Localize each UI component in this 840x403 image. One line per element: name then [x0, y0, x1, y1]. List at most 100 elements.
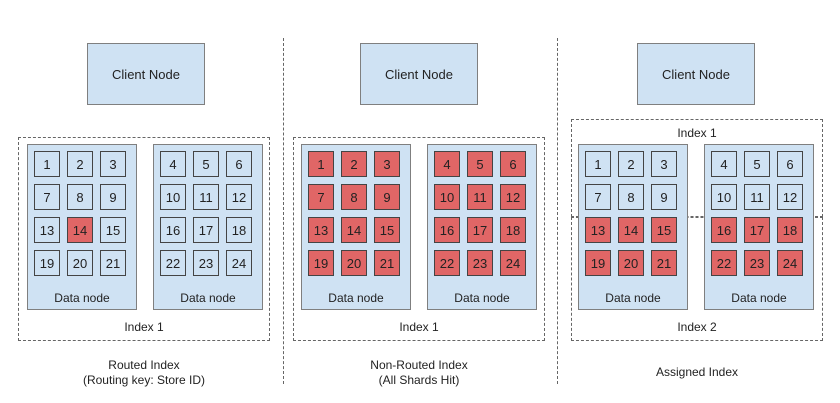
client-node: Client Node — [87, 43, 205, 105]
shard-hit: 13 — [585, 217, 611, 243]
shard-hit: 7 — [308, 184, 334, 210]
shard: 16 — [160, 217, 186, 243]
shard: 6 — [777, 151, 803, 177]
shard-hit: 23 — [744, 250, 770, 276]
shard: 20 — [67, 250, 93, 276]
shard: 11 — [744, 184, 770, 210]
shard-hit: 14 — [67, 217, 93, 243]
shard-hit: 20 — [341, 250, 367, 276]
shard: 15 — [100, 217, 126, 243]
data-node-label: Data node — [731, 291, 787, 305]
shard-hit: 24 — [500, 250, 526, 276]
shard-hit: 12 — [500, 184, 526, 210]
client-node: Client Node — [637, 43, 755, 105]
panel-divider — [557, 38, 558, 384]
shard: 2 — [618, 151, 644, 177]
index-boundary — [293, 137, 545, 341]
shard-hit: 9 — [374, 184, 400, 210]
shard: 18 — [226, 217, 252, 243]
shard: 4 — [160, 151, 186, 177]
index-label-top: Index 1 — [677, 126, 717, 140]
shard-hit: 15 — [374, 217, 400, 243]
shard: 3 — [100, 151, 126, 177]
shard-hit: 18 — [500, 217, 526, 243]
data-node-label: Data node — [605, 291, 661, 305]
shard-hit: 3 — [374, 151, 400, 177]
shard: 11 — [193, 184, 219, 210]
shard-hit: 23 — [467, 250, 493, 276]
shard: 7 — [585, 184, 611, 210]
panel-title: Non-Routed Index — [370, 358, 468, 372]
index-label: Index 2 — [677, 320, 717, 334]
shard-hit: 18 — [777, 217, 803, 243]
shard-hit: 8 — [341, 184, 367, 210]
data-node-label: Data node — [454, 291, 510, 305]
index-2-boundary — [571, 217, 823, 341]
shard: 12 — [226, 184, 252, 210]
shard-hit: 14 — [341, 217, 367, 243]
shard-hit: 6 — [500, 151, 526, 177]
shard: 5 — [193, 151, 219, 177]
shard-hit: 4 — [434, 151, 460, 177]
shard-hit: 11 — [467, 184, 493, 210]
shard: 13 — [34, 217, 60, 243]
shard-hit: 24 — [777, 250, 803, 276]
index-1-boundary — [571, 119, 823, 217]
shard: 6 — [226, 151, 252, 177]
shard: 7 — [34, 184, 60, 210]
shard-hit: 22 — [711, 250, 737, 276]
shard-hit: 13 — [308, 217, 334, 243]
shard-hit: 15 — [651, 217, 677, 243]
shard: 9 — [651, 184, 677, 210]
data-node-label: Data node — [328, 291, 384, 305]
shard-hit: 5 — [467, 151, 493, 177]
shard: 21 — [100, 250, 126, 276]
shard-hit: 14 — [618, 217, 644, 243]
shard: 1 — [585, 151, 611, 177]
shard: 5 — [744, 151, 770, 177]
shard-hit: 2 — [341, 151, 367, 177]
shard-hit: 21 — [651, 250, 677, 276]
panel-subtitle: (Routing key: Store ID) — [82, 373, 206, 387]
shard-hit: 16 — [711, 217, 737, 243]
shard: 3 — [651, 151, 677, 177]
shard: 8 — [67, 184, 93, 210]
shard: 24 — [226, 250, 252, 276]
panel-subtitle: (All Shards Hit) — [378, 373, 460, 387]
shard-hit: 17 — [744, 217, 770, 243]
panel-title: Routed Index — [108, 358, 180, 372]
shard-hit: 19 — [308, 250, 334, 276]
shard-hit: 21 — [374, 250, 400, 276]
shard: 1 — [34, 151, 60, 177]
shard: 4 — [711, 151, 737, 177]
data-node-label: Data node — [180, 291, 236, 305]
index-label: Index 1 — [124, 320, 164, 334]
shard: 8 — [618, 184, 644, 210]
shard: 10 — [160, 184, 186, 210]
shard: 19 — [34, 250, 60, 276]
shard-hit: 22 — [434, 250, 460, 276]
shard: 12 — [777, 184, 803, 210]
shard-hit: 16 — [434, 217, 460, 243]
data-node-label: Data node — [54, 291, 110, 305]
panel-divider — [283, 38, 284, 384]
shard-hit: 10 — [434, 184, 460, 210]
shard-hit: 19 — [585, 250, 611, 276]
shard: 17 — [193, 217, 219, 243]
shard-hit: 20 — [618, 250, 644, 276]
shard: 23 — [193, 250, 219, 276]
panel-title: Assigned Index — [655, 365, 739, 379]
shard: 2 — [67, 151, 93, 177]
shard-hit: 1 — [308, 151, 334, 177]
shard: 9 — [100, 184, 126, 210]
